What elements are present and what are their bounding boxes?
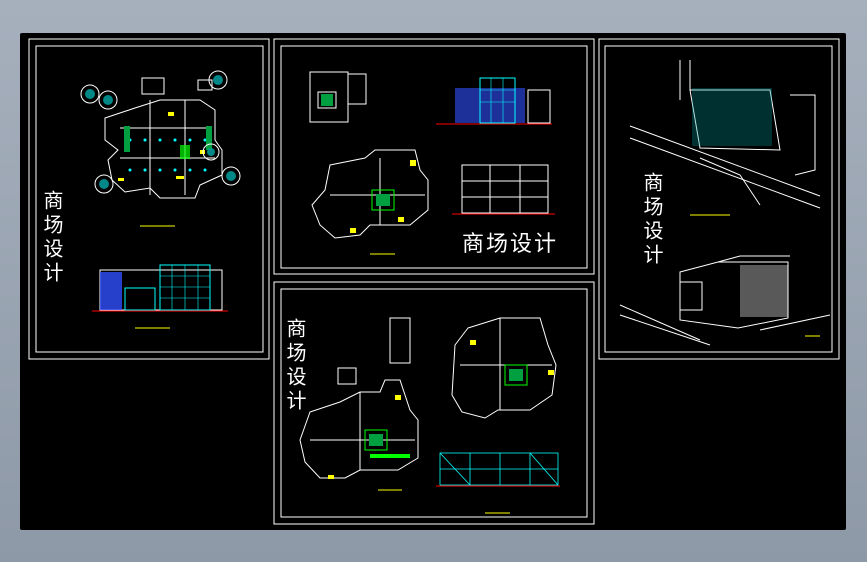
sheet-d-inner-frame bbox=[280, 288, 588, 518]
sheet-b-inner-frame bbox=[280, 45, 588, 269]
sheet-a-frame bbox=[28, 38, 270, 360]
sheet-b-frame bbox=[273, 38, 595, 275]
sheet-c-drawings bbox=[619, 60, 831, 346]
sheet-c-inner-frame bbox=[604, 45, 833, 353]
tree-symbols bbox=[80, 70, 241, 194]
sheet-d-frame bbox=[273, 281, 595, 525]
sheet-a-inner-frame bbox=[35, 45, 264, 353]
sheet-a-floor-plan bbox=[80, 70, 241, 329]
sheet-c-title: 商场设计 bbox=[640, 172, 664, 268]
sheet-d-title: 商场设计 bbox=[283, 318, 307, 414]
sheet-b-drawings bbox=[309, 71, 555, 255]
sheet-b-title: 商场设计 bbox=[462, 232, 559, 257]
sheet-d-drawings bbox=[299, 317, 560, 514]
sheet-a-elevation bbox=[92, 264, 228, 329]
sheet-frames bbox=[28, 38, 840, 525]
sheet-a-title: 商场设计 bbox=[40, 190, 64, 286]
sheet-c-frame bbox=[598, 38, 840, 360]
